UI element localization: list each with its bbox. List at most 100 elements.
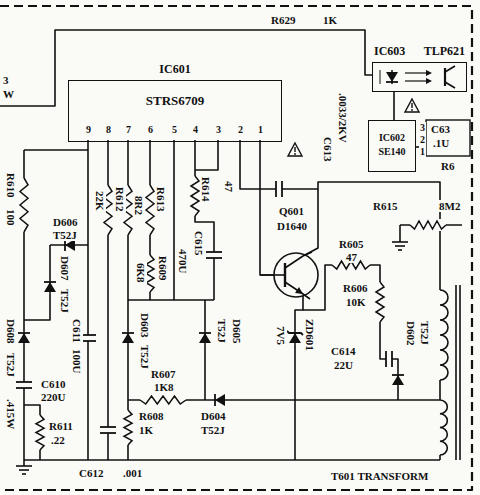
capacitor-plate — [391, 351, 393, 367]
part-label: 1K8 — [153, 381, 175, 393]
dashed-frame — [0, 6, 472, 490]
light-arrow — [426, 70, 432, 76]
capacitor-plate — [385, 351, 387, 367]
part-label: D605 — [231, 318, 243, 344]
gap-patch — [34, 415, 46, 450]
part-label: 22K — [94, 190, 106, 212]
part-label: T52J — [59, 288, 71, 314]
part-label: C611 — [71, 318, 83, 344]
part-label: T52J — [216, 318, 228, 344]
warning-symbol — [411, 109, 413, 111]
gap-patch — [140, 394, 186, 406]
transformer-winding — [440, 290, 448, 380]
capacitor-plate — [281, 181, 283, 197]
diode-symbol — [386, 70, 398, 84]
part-name: SE140 — [378, 145, 405, 159]
part-label: C613 — [322, 136, 334, 162]
wire — [260, 274, 285, 276]
capacitor-plate — [275, 181, 277, 197]
gap-patch — [205, 252, 223, 258]
pin-number: 3 — [419, 122, 426, 134]
resistor-symbol — [124, 410, 132, 445]
part-label: T52J — [419, 320, 431, 346]
gap-patch — [288, 331, 302, 345]
pin-number: 5 — [171, 124, 178, 136]
ground-symbol — [398, 249, 402, 251]
warning-symbol — [405, 99, 419, 112]
gap-patch — [276, 180, 282, 198]
capacitor-plate — [16, 381, 32, 383]
warning-symbol — [294, 147, 295, 152]
part-label: R606 — [342, 282, 368, 294]
ic-box: IC602SE140 — [368, 120, 416, 172]
wire — [204, 300, 206, 400]
part-label: .22 — [50, 434, 66, 446]
part-label: 100U — [71, 348, 83, 374]
capacitor-plate — [100, 426, 116, 428]
diode-bar — [199, 332, 211, 334]
gap-patch — [198, 331, 212, 345]
wire — [399, 236, 401, 242]
diode-symbol — [18, 331, 30, 345]
transistor-arrow — [295, 287, 303, 294]
warning-symbol — [294, 153, 296, 155]
part-label: D604 — [200, 410, 226, 422]
pin-number: 7 — [125, 124, 132, 136]
part-label: 220U — [40, 391, 66, 403]
part-label: C614 — [330, 345, 356, 357]
gap-patch — [385, 70, 399, 84]
part-label: C610 — [40, 378, 66, 390]
pin-number: 3 — [215, 124, 222, 136]
wire — [439, 455, 441, 460]
wire — [380, 70, 381, 84]
wire — [439, 380, 441, 400]
part-label: D603 — [139, 312, 151, 338]
gap-patch — [18, 178, 30, 232]
part-label: 7V5 — [275, 325, 287, 346]
transformer-winding — [440, 400, 447, 455]
wire — [285, 282, 303, 460]
part-label: ZD601 — [304, 318, 316, 352]
diode-symbol — [213, 394, 227, 406]
gap-patch — [99, 427, 117, 433]
diode-symbol — [199, 331, 211, 345]
part-name: STRS6709 — [146, 94, 205, 108]
wire — [455, 285, 457, 460]
part-name: IC602 — [379, 131, 405, 145]
pin-number: 1 — [257, 124, 264, 136]
wire — [128, 299, 214, 301]
part-label: R614 — [200, 176, 212, 202]
part-label: R6 — [440, 160, 455, 172]
part-label: R610 — [5, 172, 17, 198]
part-label: T52J — [139, 344, 151, 370]
part-label: 10K — [345, 296, 367, 308]
wire — [405, 80, 428, 81]
part-label: T601 TRANSFORM — [330, 470, 429, 482]
part-label: D1640 — [276, 220, 308, 232]
gap-patch — [15, 382, 33, 388]
part-label: R609 — [157, 255, 169, 281]
diode-bar — [18, 332, 30, 334]
diode-body — [18, 333, 30, 343]
part-label: 47 — [345, 251, 358, 263]
node-body: IC602SE140 — [369, 121, 415, 169]
warning-symbol — [411, 103, 412, 108]
part-label: R607 — [150, 368, 176, 380]
part-label: 3 — [2, 74, 10, 86]
part-label: C63 — [430, 123, 451, 135]
optocoupler-box: IC603TLP621 — [372, 62, 467, 92]
part-label: 8M2 — [438, 200, 461, 212]
diode-symbol — [44, 280, 56, 294]
pin-number: 8 — [105, 124, 112, 136]
wire — [459, 285, 461, 460]
component-box — [426, 120, 470, 156]
diode-body — [44, 282, 56, 292]
warning-symbol — [288, 143, 302, 156]
resistor-symbol — [410, 221, 446, 229]
capacitor-plate — [100, 432, 116, 434]
part-label: R615 — [372, 200, 398, 212]
part-label: D608 — [5, 318, 17, 344]
ground-symbol — [392, 241, 408, 243]
wire — [445, 82, 455, 88]
